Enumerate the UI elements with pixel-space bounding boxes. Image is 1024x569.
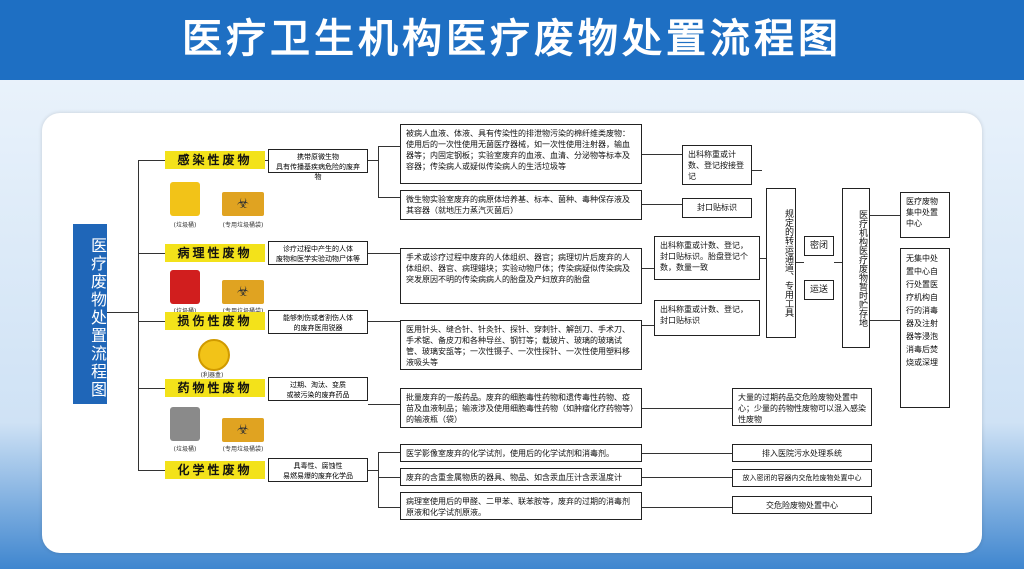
transport-sealed: 密闭 — [804, 236, 834, 256]
category-infectious: 感染性废物 — [165, 151, 265, 169]
connector — [752, 170, 762, 171]
branch-pharmaceutical — [138, 388, 168, 389]
branch-sharps — [138, 321, 168, 322]
connector — [642, 477, 732, 478]
handling-count-3: 出科称重或计数、登记，封口贴标识 — [654, 300, 760, 336]
connector — [368, 160, 378, 161]
handling-count-1: 出科称重或计数、登记按接登记 — [682, 145, 752, 185]
connector — [760, 258, 766, 259]
desc-infectious: 携带原微生物 具有传播基疾病危险的废弃物 — [268, 149, 368, 181]
connector — [378, 452, 379, 508]
category-pathological: 病理性废物 — [165, 244, 265, 262]
transport-route: 规定的转运通道、专用工具 — [766, 188, 796, 338]
detail-pharmaceutical: 批量废弃的一般药品。废弃的细胞毒性药物和遗传毒性药物、疫苗及血液制品；输液涉及使… — [400, 388, 642, 428]
final-no-center: 无集中处置中心自行处置医疗机构自行的消毒器及注射器等浸泡消毒后焚烧或深埋 — [900, 248, 950, 408]
temporary-storage: 医疗机构医疗废物暂时贮存地 — [842, 188, 870, 348]
handling-chem-1: 排入医院污水处理系统 — [732, 444, 872, 462]
detail-infectious-2: 微生物实验室废弃的病原体培养基、标本、菌种、毒种保存液及其容器（就地压力蒸汽灭菌… — [400, 190, 642, 220]
final-center: 医疗废物集中处置中心 — [900, 192, 950, 238]
detail-chemical-2: 废弃的含重金属物质的器具、物品、如含汞血压计含汞温度计 — [400, 468, 642, 486]
desc-pathological: 诊疗过程中产生的人体 废物和医学实验动物尸体等 — [268, 241, 368, 265]
box-label: (利器盒) — [200, 372, 224, 379]
connector — [642, 154, 682, 155]
category-pharmaceutical: 药物性废物 — [165, 379, 265, 397]
detail-pathological: 手术或诊疗过程中废弃的人体组织、器官；病理切片后废弃的人体组织、器官、病理蜡块；… — [400, 248, 642, 304]
bin-label: (垃圾桶) — [173, 222, 197, 229]
connector — [378, 477, 400, 478]
connector — [378, 197, 400, 198]
connector — [378, 146, 400, 147]
handling-expired-drugs: 大量的过期药品交危险废物处置中心；少量的药物性废物可以混入感染性废物 — [732, 388, 872, 426]
desc-pharmaceutical: 过期、淘汰、变质 或被污染的废弃药品 — [268, 377, 368, 401]
bag-label: (专用垃圾桶袋) — [222, 446, 264, 453]
trunk-v — [138, 160, 139, 470]
connector — [642, 453, 732, 454]
connector — [368, 321, 400, 322]
bin-label: (垃圾桶) — [160, 306, 210, 315]
bag-label: (专用垃圾桶袋) — [222, 222, 264, 229]
handling-seal-1: 封口贴标识 — [682, 198, 752, 218]
branch-pathological — [138, 253, 168, 254]
transport-move: 运送 — [804, 280, 834, 300]
bin-label: (垃圾桶) — [173, 446, 197, 453]
trunk-h — [107, 312, 139, 313]
category-chemical: 化学性废物 — [165, 461, 265, 479]
connector — [642, 268, 654, 269]
header-band — [0, 0, 1024, 80]
connector — [642, 204, 682, 205]
connector — [642, 408, 732, 409]
page-title: 医疗卫生机构医疗废物处置流程图 — [182, 16, 842, 62]
category-sharps: 损伤性废物 — [165, 312, 265, 330]
connector — [870, 320, 900, 321]
connector — [796, 262, 804, 263]
connector — [870, 215, 900, 216]
detail-infectious-1: 被病人血液、体液、具有传染性的排泄物污染的棉纤维类废物：使用后的一次性使用无菌医… — [400, 124, 642, 184]
detail-sharps: 医用针头、缝合针、针灸针、探针、穿刺针、解剖刀、手术刀、手术锯、备皮刀和各种导丝… — [400, 320, 642, 370]
connector — [368, 404, 400, 405]
connector — [834, 262, 842, 263]
bag-label: (专用垃圾桶袋) — [218, 306, 268, 315]
yellow-bin-icon — [170, 182, 200, 216]
connector — [378, 146, 379, 198]
biohazard-bag-icon: ☣ — [222, 192, 264, 216]
connector — [642, 325, 654, 326]
biohazard-bag-icon: ☣ — [222, 280, 264, 304]
branch-chemical — [138, 470, 168, 471]
handling-chem-3: 交危险废物处置中心 — [732, 496, 872, 514]
connector — [378, 452, 400, 453]
sharps-box-icon — [198, 339, 230, 371]
handling-chem-2: 放入密闭的容器内交危险废物处置中心 — [732, 469, 872, 487]
detail-chemical-1: 医学影像室废弃的化学试剂，使用后的化学试剂和消毒剂。 — [400, 444, 642, 462]
connector — [265, 160, 270, 161]
branch-infectious — [138, 160, 168, 161]
connector — [368, 470, 378, 471]
desc-chemical: 具毒性、腐蚀性 易燃易爆的废弃化学品 — [268, 458, 368, 482]
connector — [642, 507, 732, 508]
red-bin-icon — [170, 270, 200, 304]
biohazard-bag-icon: ☣ — [222, 418, 264, 442]
handling-count-2: 出科称重或计数、登记，封口贴标识。胎盘登记个数，数量一致 — [654, 236, 760, 280]
gray-bin-icon — [170, 407, 200, 441]
desc-sharps: 能够刺伤或者割伤人体 的废弃医用锐器 — [268, 310, 368, 334]
connector — [378, 507, 400, 508]
root-node: 医疗废物处置流程图 — [73, 224, 107, 404]
detail-chemical-3: 病理室使用后的甲醛、二甲苯、联苯胺等，废弃的过期的消毒剂原液和化学试剂原液。 — [400, 492, 642, 520]
connector — [368, 253, 400, 254]
